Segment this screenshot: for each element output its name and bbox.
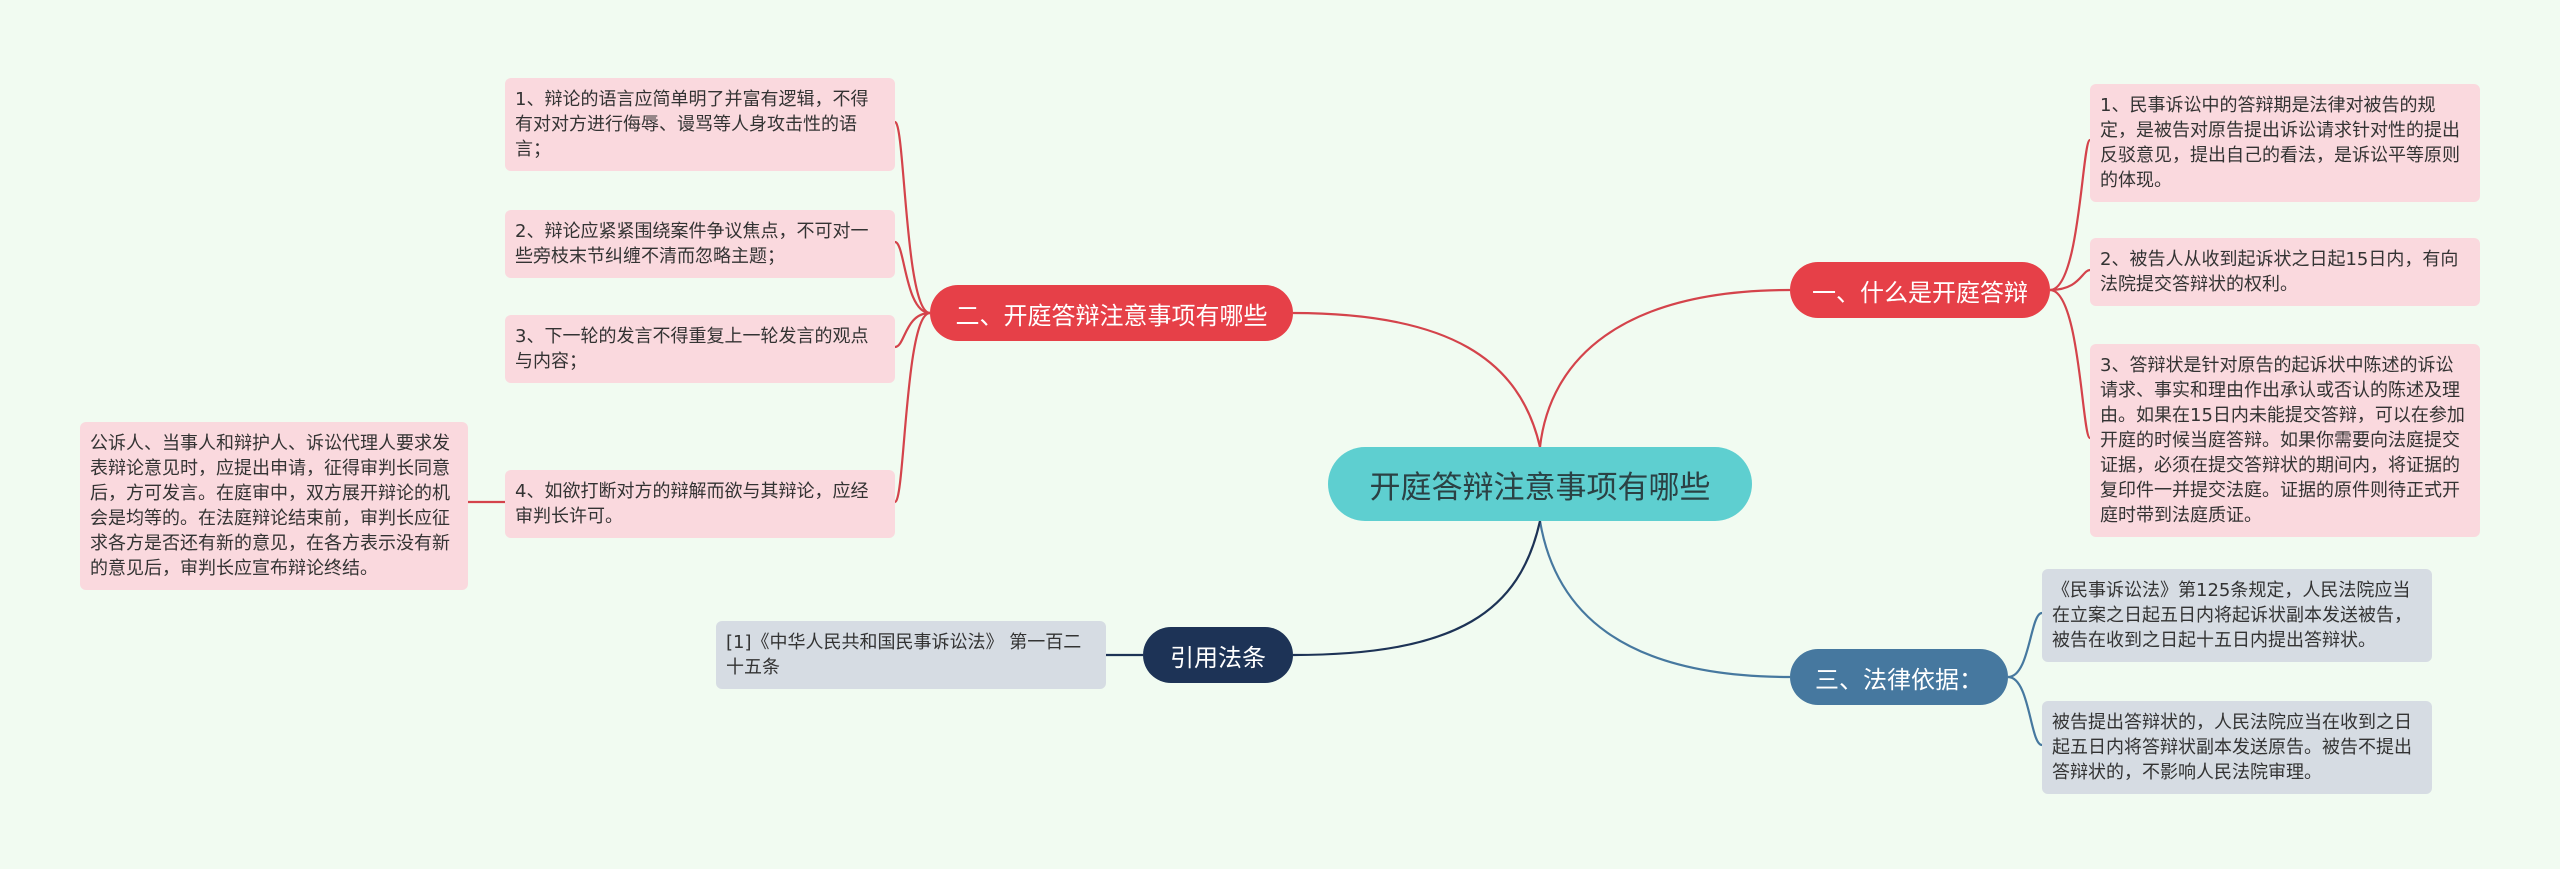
branch-label: 三、法律依据： <box>1815 665 1983 694</box>
leaf-text: 2、辩论应紧紧围绕案件争议焦点，不可对一些旁枝末节纠缠不清而忽略主题； <box>515 221 869 267</box>
leaf-text: 2、被告人从收到起诉状之日起15日内，有向法院提交答辩状的权利。 <box>2100 249 2459 295</box>
leaf-interrupt-rule[interactable]: 4、如欲打断对方的辩解而欲与其辩论，应经审判长许可。 <box>505 470 895 538</box>
branch-label: 引用法条 <box>1170 643 1266 672</box>
branch-label: 二、开庭答辩注意事项有哪些 <box>955 301 1268 330</box>
link-b1-r3 <box>2049 288 2092 440</box>
leaf-text: 《民事诉讼法》第125条规定，人民法院应当在立案之日起五日内将起诉状副本发送被告… <box>2052 580 2412 651</box>
link-b2-l1 <box>893 120 931 315</box>
branch-legal-basis[interactable]: 三、法律依据： <box>1790 649 2008 705</box>
link-root-b2 <box>1292 311 1542 448</box>
leaf-defense-copy[interactable]: 被告提出答辩状的，人民法院应当在收到之日起五日内将答辩状副本发送原告。被告不提出… <box>2042 701 2432 794</box>
branch-label: 一、什么是开庭答辩 <box>1812 278 2028 307</box>
leaf-language-rule[interactable]: 1、辩论的语言应简单明了并富有逻辑，不得有对对方进行侮辱、谩骂等人身攻击性的语言… <box>505 78 895 171</box>
leaf-article-125[interactable]: 《民事诉讼法》第125条规定，人民法院应当在立案之日起五日内将起诉状副本发送被告… <box>2042 569 2432 662</box>
branch-cited-law[interactable]: 引用法条 <box>1143 627 1293 683</box>
leaf-text: 3、下一轮的发言不得重复上一轮发言的观点与内容； <box>515 326 869 372</box>
branch-trial-defense-notes[interactable]: 二、开庭答辩注意事项有哪些 <box>930 285 1293 341</box>
link-b3-law1 <box>2007 611 2043 679</box>
leaf-no-repeat-rule[interactable]: 3、下一轮的发言不得重复上一轮发言的观点与内容； <box>505 315 895 383</box>
link-b2-l2 <box>894 240 931 315</box>
branch-what-is-trial-defense[interactable]: 一、什么是开庭答辩 <box>1790 262 2050 318</box>
link-b1-r1 <box>2049 138 2092 292</box>
link-root-b1 <box>1538 288 1791 448</box>
root-topic-label: 开庭答辩注意事项有哪些 <box>1369 469 1711 506</box>
root-topic[interactable]: 开庭答辩注意事项有哪些 <box>1328 447 1752 521</box>
leaf-debate-procedure[interactable]: 公诉人、当事人和辩护人、诉讼代理人要求发表辩论意见时，应提出申请，征得审判长同意… <box>80 422 468 590</box>
leaf-text: 被告提出答辩状的，人民法院应当在收到之日起五日内将答辩状副本发送原告。被告不提出… <box>2052 712 2412 783</box>
link-b2-l3 <box>894 311 931 349</box>
leaf-citation[interactable]: [1]《中华人民共和国民事诉讼法》 第一百二十五条 <box>716 621 1106 689</box>
leaf-text: 公诉人、当事人和辩护人、诉讼代理人要求发表辩论意见时，应提出申请，征得审判长同意… <box>90 433 450 579</box>
leaf-text: 3、答辩状是针对原告的起诉状中陈述的诉讼请求、事实和理由作出承认或否认的陈述及理… <box>2100 355 2465 526</box>
link-b2-l4 <box>893 311 931 504</box>
leaf-text: [1]《中华人民共和国民事诉讼法》 第一百二十五条 <box>726 632 1082 678</box>
leaf-15-day-right[interactable]: 2、被告人从收到起诉状之日起15日内，有向法院提交答辩状的权利。 <box>2090 238 2480 306</box>
link-b3-law2 <box>2007 675 2043 747</box>
leaf-text: 4、如欲打断对方的辩解而欲与其辩论，应经审判长许可。 <box>515 481 869 527</box>
link-root-b3 <box>1538 520 1791 679</box>
leaf-focus-rule[interactable]: 2、辩论应紧紧围绕案件争议焦点，不可对一些旁枝末节纠缠不清而忽略主题； <box>505 210 895 278</box>
link-b1-r2 <box>2049 268 2091 292</box>
leaf-defense-statement[interactable]: 3、答辩状是针对原告的起诉状中陈述的诉讼请求、事实和理由作出承认或否认的陈述及理… <box>2090 344 2480 537</box>
leaf-text: 1、辩论的语言应简单明了并富有逻辑，不得有对对方进行侮辱、谩骂等人身攻击性的语言… <box>515 89 869 160</box>
leaf-defense-period[interactable]: 1、民事诉讼中的答辩期是法律对被告的规定，是被告对原告提出诉讼请求针对性的提出反… <box>2090 84 2480 202</box>
leaf-text: 1、民事诉讼中的答辩期是法律对被告的规定，是被告对原告提出诉讼请求针对性的提出反… <box>2100 95 2460 191</box>
link-root-b4 <box>1292 520 1542 657</box>
